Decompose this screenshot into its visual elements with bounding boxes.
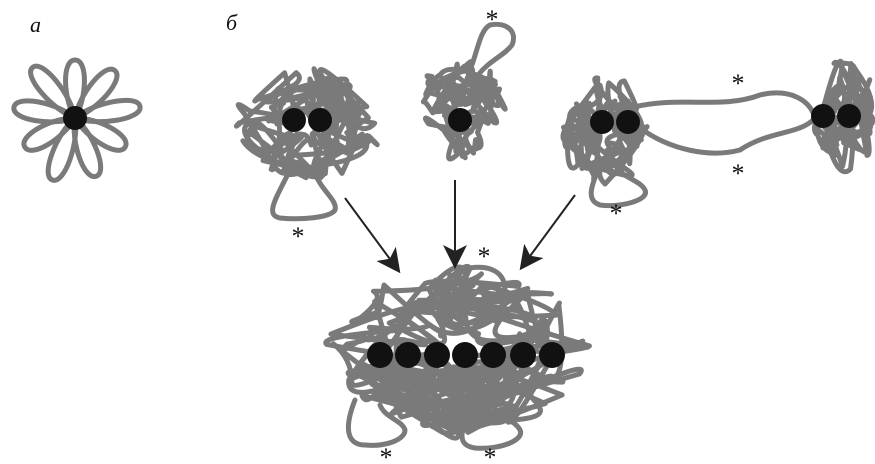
chromocenter-bead <box>590 110 614 134</box>
marker-asterisk: * <box>732 159 745 188</box>
chromocenter-bead <box>448 108 472 132</box>
chromocenter-bead <box>480 342 506 368</box>
chromocenter-bead <box>308 108 332 132</box>
marker-asterisk: * <box>380 443 393 464</box>
chromocenter-bead <box>395 342 421 368</box>
marker-asterisk: * <box>610 199 623 228</box>
chromocenter-bead <box>811 104 835 128</box>
chromocenter-bead <box>616 110 640 134</box>
chromocenter-bead <box>452 342 478 368</box>
chromocenter-bead <box>539 342 565 368</box>
chromocenter-bead <box>837 104 861 128</box>
marker-asterisk: * <box>292 222 305 251</box>
marker-asterisk: * <box>478 242 491 271</box>
marker-asterisk: * <box>486 5 499 34</box>
arrow <box>522 195 575 267</box>
extended-loop <box>630 93 815 153</box>
chromocenter-bead <box>510 342 536 368</box>
chromocenter-bead <box>367 342 393 368</box>
chromocenter-bead <box>282 108 306 132</box>
arrow <box>345 198 398 270</box>
chromocenter-bead <box>63 106 87 130</box>
marker-asterisk: * <box>732 69 745 98</box>
chromocenter-bead <box>424 342 450 368</box>
marker-asterisk: * <box>484 443 497 464</box>
